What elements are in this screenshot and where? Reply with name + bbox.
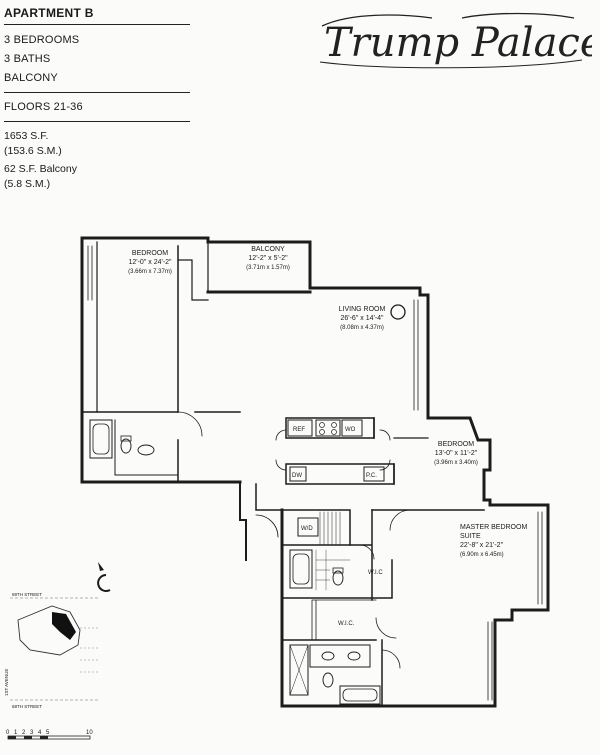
ref-label: REF (293, 427, 305, 433)
feature-balcony: BALCONY (4, 72, 58, 84)
room-dimension: 13'-0" x 11'-2" (435, 450, 478, 457)
scale-tick: 0 (6, 730, 10, 736)
wall-oven-label: WO (345, 427, 356, 433)
door-swing (381, 649, 401, 669)
room-label-balcony: BALCONY 12'-2" x 5'-2" (3.71m x 1.57m) (246, 246, 290, 271)
exterior-wall (280, 508, 497, 708)
door-swing (177, 411, 203, 437)
interior-wall (255, 483, 283, 511)
scale-tick: 1 (14, 730, 18, 736)
key-plan: 69TH STREET 68TH STREET 1ST AVENUE (4, 592, 100, 709)
apartment-title: APARTMENT B (4, 6, 94, 20)
trump-palace-logo: Trump Palace (319, 12, 592, 69)
shower (289, 644, 309, 696)
street-label: 68TH STREET (12, 704, 42, 709)
room-metric: (3.66m x 7.37m) (128, 269, 172, 275)
interior-wall (373, 417, 395, 485)
washer-dryer-label: W/D (301, 526, 313, 532)
sink (347, 651, 361, 661)
bathtub (289, 549, 313, 589)
stove (315, 419, 341, 437)
avenue-label: 1ST AVENUE (4, 669, 9, 696)
closet-wall (177, 259, 209, 301)
wic-label: W.I.C. (338, 621, 355, 627)
room-name: BEDROOM (438, 441, 474, 448)
floors-label: FLOORS 21-36 (4, 101, 83, 113)
header-rule (4, 24, 190, 25)
toilet (332, 570, 344, 586)
pantry-closet (363, 466, 385, 482)
washer-dryer (297, 517, 319, 537)
vanity (309, 644, 371, 668)
room-name: LIVING ROOM (339, 306, 386, 313)
street-label: 69TH STREET (12, 592, 42, 597)
door-swing (275, 429, 287, 471)
closet-wall (87, 245, 93, 301)
scale-tick: 2 (22, 730, 26, 736)
closet-wall (311, 599, 377, 641)
door-swing (375, 617, 397, 639)
room-label-bedroom-b: BEDROOM 13'-0" x 11'-2" (3.96m x 3.40m) (434, 441, 478, 466)
scale-bar: 0 1 2 3 4 5 10 (6, 730, 93, 740)
interior-wall (281, 509, 351, 546)
room-metric: (3.96m x 3.40m) (434, 460, 478, 466)
area-sm: (153.6 S.M.) (4, 145, 62, 157)
exterior-wall (80, 236, 430, 420)
exterior-wall (426, 416, 550, 708)
dishwasher-label: DW (292, 473, 302, 479)
door-swing (379, 429, 391, 471)
room-dimension: 12'-2" x 5'-2" (248, 255, 288, 262)
bathtub (89, 419, 113, 459)
room-dimension: 22'-8" x 21'-2" (460, 542, 504, 549)
room-name: BEDROOM (132, 250, 168, 257)
room-metric: (8.08m x 4.37m) (340, 325, 384, 331)
area-sf: 1653 S.F. (4, 130, 49, 142)
refrigerator (287, 419, 313, 437)
dishwasher (289, 466, 307, 482)
room-dimension: 26'-6" x 14'-4" (340, 315, 384, 322)
pantry-label: P.C. (366, 473, 377, 479)
room-label-bedroom-a: BEDROOM 12'-0" x 24'-2" (3.66m x 7.37m) (128, 250, 172, 275)
bathtub (339, 685, 381, 705)
room-name: BALCONY (251, 246, 285, 253)
room-dimension: 12'-0" x 24'-2" (128, 259, 172, 266)
window (537, 511, 543, 605)
window (413, 299, 419, 411)
scale-tick: 5 (46, 730, 50, 736)
exterior-wall (80, 236, 242, 484)
room-name-suite: SUITE (460, 533, 481, 540)
header-rule (4, 121, 190, 122)
north-arrow-icon (97, 562, 111, 592)
room-label-master: MASTER BEDROOM SUITE 22'-8" x 21'-2" (6.… (460, 524, 527, 558)
balcony-sf: 62 S.F. Balcony (4, 163, 77, 175)
toilet (322, 672, 334, 688)
sink (137, 444, 155, 456)
interior-wall (281, 509, 373, 601)
balcony-sm: (5.8 S.M.) (4, 178, 51, 190)
exterior-wall (239, 481, 247, 561)
scale-tick: 3 (30, 730, 34, 736)
scale-tick: 4 (38, 730, 42, 736)
header-rule (4, 92, 190, 93)
logo-text: Trump Palace (324, 20, 592, 66)
column (390, 304, 406, 320)
wall-oven (341, 419, 363, 437)
wic-label: W.I.C (368, 570, 383, 576)
scale-tick: 10 (86, 730, 93, 736)
door-swing (389, 509, 411, 531)
interior-wall (281, 559, 393, 599)
window (487, 621, 493, 701)
feature-bedrooms: 3 BEDROOMS (4, 34, 80, 46)
door-swing (359, 544, 375, 560)
room-label-living: LIVING ROOM 26'-6" x 14'-4" (8.08m x 4.3… (339, 306, 386, 331)
room-name: MASTER BEDROOM (460, 524, 527, 531)
sink (321, 651, 335, 661)
feature-baths: 3 BATHS (4, 53, 51, 65)
door-swing (255, 514, 279, 538)
room-metric: (6.90m x 6.45m) (460, 552, 504, 558)
room-metric: (3.71m x 1.57m) (246, 265, 290, 271)
tile-floor (315, 549, 351, 591)
toilet (120, 438, 132, 454)
